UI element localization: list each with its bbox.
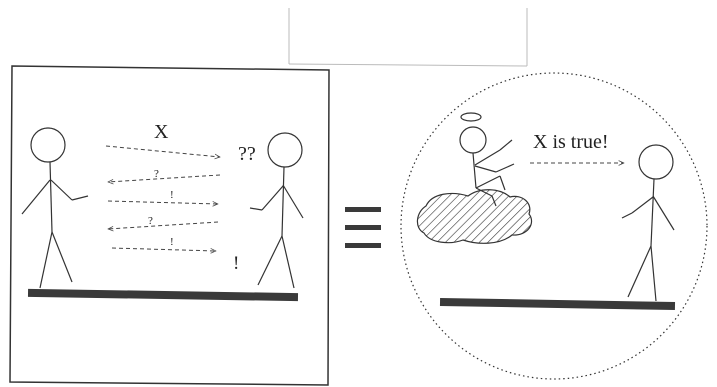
right-panel: X is true! <box>401 73 707 379</box>
listener-figure <box>622 145 674 301</box>
arrow-x <box>106 146 220 157</box>
arrow-answer-1 <box>108 201 218 204</box>
dialogue-arrows <box>106 146 220 251</box>
left-panel: X ?? ? ! ? ! ! <box>10 66 329 385</box>
final-mark: ! <box>233 253 239 274</box>
ground-bar-right <box>440 298 675 310</box>
ground-bar-left <box>28 289 298 301</box>
oracle-message: X is true! <box>533 131 609 153</box>
equivalence-symbol <box>345 207 381 248</box>
scan-artifact <box>289 8 527 66</box>
arrow-question-1 <box>108 175 220 182</box>
responder-label: ?? <box>238 143 256 165</box>
stick-figure-left <box>22 128 88 288</box>
stick-figure-right <box>250 133 303 288</box>
message-label: X <box>154 121 169 143</box>
arrow-question-2 <box>108 222 218 229</box>
arrow-answer-2 <box>112 248 216 251</box>
exchange-mark-3: ? <box>148 215 153 227</box>
left-panel-frame <box>10 66 329 385</box>
exchange-mark-1: ? <box>154 168 159 180</box>
cloud <box>417 190 531 244</box>
halo <box>461 113 481 121</box>
exchange-mark-4: ! <box>170 236 174 248</box>
exchange-mark-2: ! <box>170 189 174 201</box>
